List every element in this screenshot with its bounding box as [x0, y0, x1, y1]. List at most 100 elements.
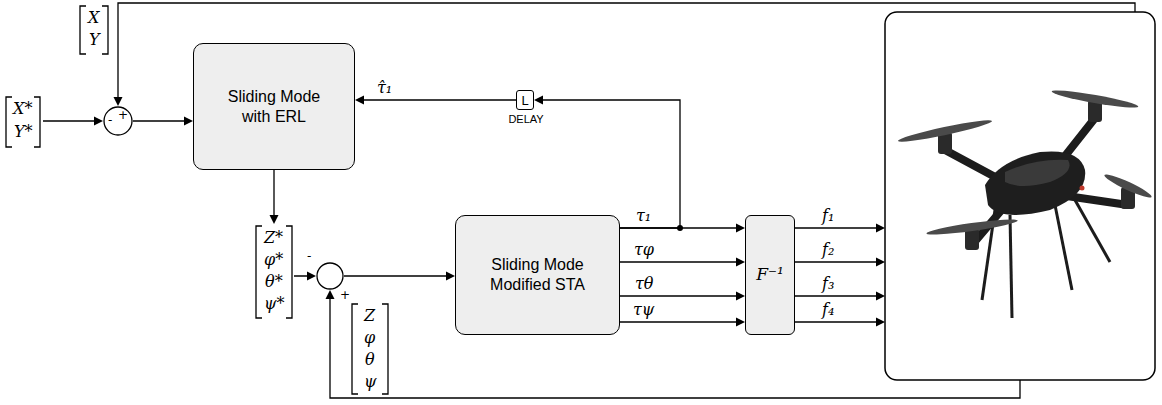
arrowhead — [307, 272, 316, 281]
bracket — [352, 304, 358, 394]
drone-leg — [1010, 215, 1012, 318]
propeller — [1051, 87, 1139, 110]
connector-line — [543, 100, 680, 228]
bracket — [80, 6, 86, 54]
force-label: f₄ — [822, 302, 834, 319]
arrowhead — [876, 292, 885, 301]
arrowhead — [326, 290, 335, 299]
edge-label: τ̂₁ — [377, 80, 392, 97]
propeller — [897, 117, 993, 145]
arrowhead — [270, 215, 279, 224]
drone-propellers — [897, 87, 1153, 237]
drone-legs — [982, 200, 1110, 318]
arrowhead — [736, 224, 745, 233]
signal-connector — [534, 96, 680, 229]
reference-line — [43, 120, 94, 121]
drone-leg — [1055, 205, 1072, 290]
signal-connector — [344, 272, 455, 281]
arrowhead — [184, 117, 193, 126]
signal-label: Y* — [14, 124, 33, 141]
force-line — [795, 295, 876, 296]
arrowhead — [876, 258, 885, 267]
signal-label: ψ* — [264, 296, 285, 313]
plant-box — [885, 12, 1155, 380]
connector-line — [620, 261, 736, 262]
signal-connector — [620, 292, 745, 301]
text-stack: F⁻¹ — [756, 264, 784, 285]
delay-caption: DELAY — [508, 114, 543, 125]
arrowhead — [94, 117, 103, 126]
text-stack: Sliding Mode Modified STA — [478, 255, 598, 295]
controller-box: Sliding Mode with ERL — [193, 43, 355, 170]
force-label: f₁ — [822, 208, 834, 225]
signal-label: ψ — [364, 374, 377, 391]
signal-label: X* — [13, 101, 32, 118]
junction-circle — [316, 262, 344, 290]
arrowhead — [876, 224, 885, 233]
bracket — [34, 97, 40, 147]
signal-label: φ — [364, 330, 375, 347]
sign-label: - — [307, 250, 311, 262]
edge-label: τθ — [635, 276, 653, 293]
delay-block: LDELAY — [516, 90, 534, 110]
drone-leg — [1075, 200, 1110, 262]
drone-hull — [985, 151, 1085, 215]
signal-label: θ* — [265, 274, 283, 291]
connector-line — [364, 99, 516, 100]
force-line — [795, 321, 876, 322]
arrowhead — [876, 318, 885, 327]
bracket — [382, 304, 388, 394]
drone-light — [1080, 186, 1085, 191]
plant-outline — [885, 12, 1155, 380]
signal-label: φ* — [264, 252, 283, 269]
drone-illustration — [897, 87, 1153, 318]
edge-label: τφ — [634, 242, 654, 259]
bracket — [6, 97, 12, 147]
arrowhead — [736, 318, 745, 327]
arrowhead — [355, 96, 364, 105]
bracket — [286, 226, 292, 318]
signal-connector — [620, 318, 745, 327]
propeller — [1103, 171, 1154, 200]
force-line — [795, 261, 876, 262]
arrowhead — [736, 258, 745, 267]
signal-connector — [620, 258, 745, 267]
bracket — [102, 6, 108, 54]
connector-line — [620, 321, 736, 322]
sign-label: + — [340, 289, 350, 301]
connector-line — [344, 275, 446, 276]
junction-outline — [104, 107, 132, 135]
signal-connector — [133, 117, 193, 126]
mixer-box: F⁻¹ — [745, 215, 795, 335]
bracket — [256, 226, 262, 318]
signal-label: X — [88, 10, 99, 27]
box-label: Sliding Mode Modified STA — [478, 255, 598, 295]
arrowhead — [534, 96, 543, 105]
signal-label: Z — [364, 308, 375, 325]
sign-label: - — [108, 114, 112, 126]
summing-junction: -+ — [316, 262, 344, 290]
summing-junction: -+ — [103, 106, 133, 136]
edge-label: τψ — [633, 302, 654, 319]
signal-label: Y — [89, 32, 100, 49]
propeller — [926, 217, 1018, 238]
junction-outline — [317, 263, 343, 289]
edge-label: τ₁ — [636, 208, 651, 225]
force-label: f₃ — [822, 276, 834, 293]
sign-label: + — [118, 109, 128, 121]
text-stack: Sliding Mode with ERL — [218, 87, 330, 127]
drone-body — [985, 151, 1085, 215]
connector-line — [133, 120, 184, 121]
force-line — [795, 227, 876, 228]
box-label: Sliding Mode with ERL — [218, 87, 330, 127]
arrowhead — [446, 272, 455, 281]
arrowhead — [114, 97, 123, 106]
controller-box: Sliding Mode Modified STA — [455, 215, 620, 335]
delay-symbol: L — [521, 94, 528, 107]
signal-connector — [355, 96, 516, 105]
drone-top-panel — [1005, 160, 1070, 186]
signal-label: θ — [365, 352, 375, 369]
